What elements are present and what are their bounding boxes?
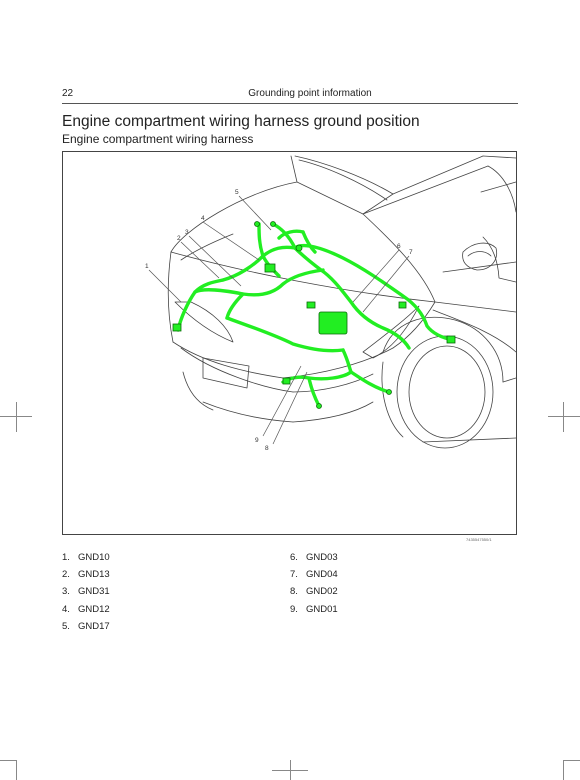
crop-mark-bl-h <box>0 760 16 761</box>
wiring-diagram-figure: 1 2 3 4 5 6 7 8 9 <box>62 151 517 535</box>
legend-number: 6. <box>290 552 298 563</box>
callout-2: 2 <box>177 235 181 242</box>
legend-item: 3. GND31 <box>62 583 110 600</box>
figure-code: 7435547550/1 <box>466 537 492 542</box>
callout-3: 3 <box>185 229 189 236</box>
legend-label: GND10 <box>78 552 110 563</box>
legend-number: 8. <box>290 586 298 598</box>
header-divider <box>62 103 518 104</box>
legend-label: GND31 <box>78 586 110 598</box>
crop-mark-br-h <box>563 760 580 761</box>
crop-mark-bl-v <box>16 760 17 780</box>
legend-item: 8. GND02 <box>290 583 338 600</box>
legend-label: GND13 <box>78 569 110 581</box>
legend-item: 7. GND04 <box>290 566 338 583</box>
legend-item: 2. GND13 <box>62 566 110 583</box>
legend-number: 1. <box>62 552 70 563</box>
legend-label: GND03 <box>306 552 338 563</box>
legend-item: 5. GND17 <box>62 618 110 635</box>
crop-mark-bottom-v <box>290 760 291 780</box>
legend-label: GND02 <box>306 586 338 598</box>
legend-number: 7. <box>290 569 298 581</box>
legend-label: GND01 <box>306 603 338 615</box>
vehicle-outline <box>167 155 517 449</box>
crop-mark-br-v <box>563 760 564 780</box>
legend-label: GND17 <box>78 620 110 632</box>
legend-number: 3. <box>62 586 70 598</box>
callout-6: 6 <box>397 243 401 250</box>
legend-column-left: 1. GND10 2. GND13 3. GND31 4. GND12 5. GND17 <box>62 549 110 635</box>
callout-8: 8 <box>265 445 269 452</box>
legend-number: 2. <box>62 569 70 581</box>
callout-labels: 1 2 3 4 5 6 7 8 9 <box>145 189 413 452</box>
page-number: 22 <box>62 88 74 99</box>
legend-label: GND12 <box>78 603 110 615</box>
callout-leaders <box>148 195 410 445</box>
harness-connectors <box>172 221 456 409</box>
section-subtitle: Engine compartment wiring harness <box>62 132 254 146</box>
callout-4: 4 <box>201 215 205 222</box>
crop-mark-right-v <box>563 402 564 432</box>
callout-9: 9 <box>255 437 259 444</box>
crop-mark-right-h <box>548 416 580 417</box>
page-title: Engine compartment wiring harness ground… <box>62 113 420 130</box>
running-header-title: Grounding point information <box>248 88 372 99</box>
crop-mark-left-v <box>16 402 17 432</box>
legend-item: 1. GND10 <box>62 549 110 566</box>
legend-item: 6. GND03 <box>290 549 338 566</box>
callout-5: 5 <box>235 189 239 196</box>
wiring-diagram-illustration: 1 2 3 4 5 6 7 8 9 <box>145 155 517 452</box>
legend-label: GND04 <box>306 569 338 581</box>
legend-item: 4. GND12 <box>62 601 110 618</box>
legend-item: 9. GND01 <box>290 601 338 618</box>
callout-1: 1 <box>145 263 149 270</box>
legend-column-right: 6. GND03 7. GND04 8. GND02 9. GND01 <box>290 549 338 618</box>
legend-number: 9. <box>290 603 298 615</box>
callout-7: 7 <box>409 249 413 256</box>
legend-number: 5. <box>62 620 70 632</box>
legend-number: 4. <box>62 603 70 615</box>
